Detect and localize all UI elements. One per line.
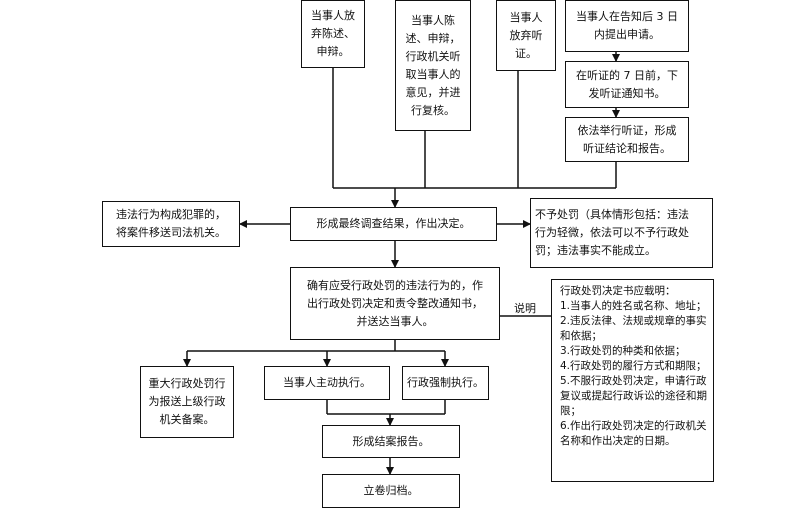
box-waive-statement: 当事人放 弃陈述、 申辩。 <box>301 0 365 68</box>
box-no-penalty: 不予处罚（具体情形包括：违法 行为轻微，依法可以不予行政处 罚；违法事实不能成立… <box>530 198 713 268</box>
box-criminal-transfer: 违法行为构成犯罪的， 将案件移送司法机关。 <box>102 201 240 247</box>
box-report-major: 重大行政处罚行 为报送上级行政 机关备案。 <box>140 366 234 438</box>
box-penalty-decision: 确有应受行政处罚的违法行为的，作 出行政处罚决定和责令整改通知书， 并送达当事人… <box>290 267 500 340</box>
box-apply-hearing: 当事人在告知后 3 日 内提出申请。 <box>565 0 689 52</box>
box-archive: 立卷归档。 <box>322 474 460 508</box>
box-review: 当事人陈 述、申辩， 行政机关听 取当事人的 意见，并进 行复核。 <box>395 0 471 131</box>
box-waive-hearing: 当事人 放弃听 证。 <box>496 0 556 71</box>
box-voluntary-execution: 当事人主动执行。 <box>264 366 390 400</box>
box-enforced-execution: 行政强制执行。 <box>402 366 489 400</box>
box-closing-report: 形成结案报告。 <box>322 425 460 458</box>
notes-box: 行政处罚决定书应载明： 1.当事人的姓名或名称、地址； 2.违反法律、法规或规章… <box>551 279 714 482</box>
box-hearing-notice: 在听证的 7 日前，下 发听证通知书。 <box>565 61 689 108</box>
box-hold-hearing: 依法举行听证，形成 听证结论和报告。 <box>565 117 689 162</box>
box-final-decision: 形成最终调查结果，作出决定。 <box>290 207 497 241</box>
note-label: 说明 <box>514 302 536 315</box>
